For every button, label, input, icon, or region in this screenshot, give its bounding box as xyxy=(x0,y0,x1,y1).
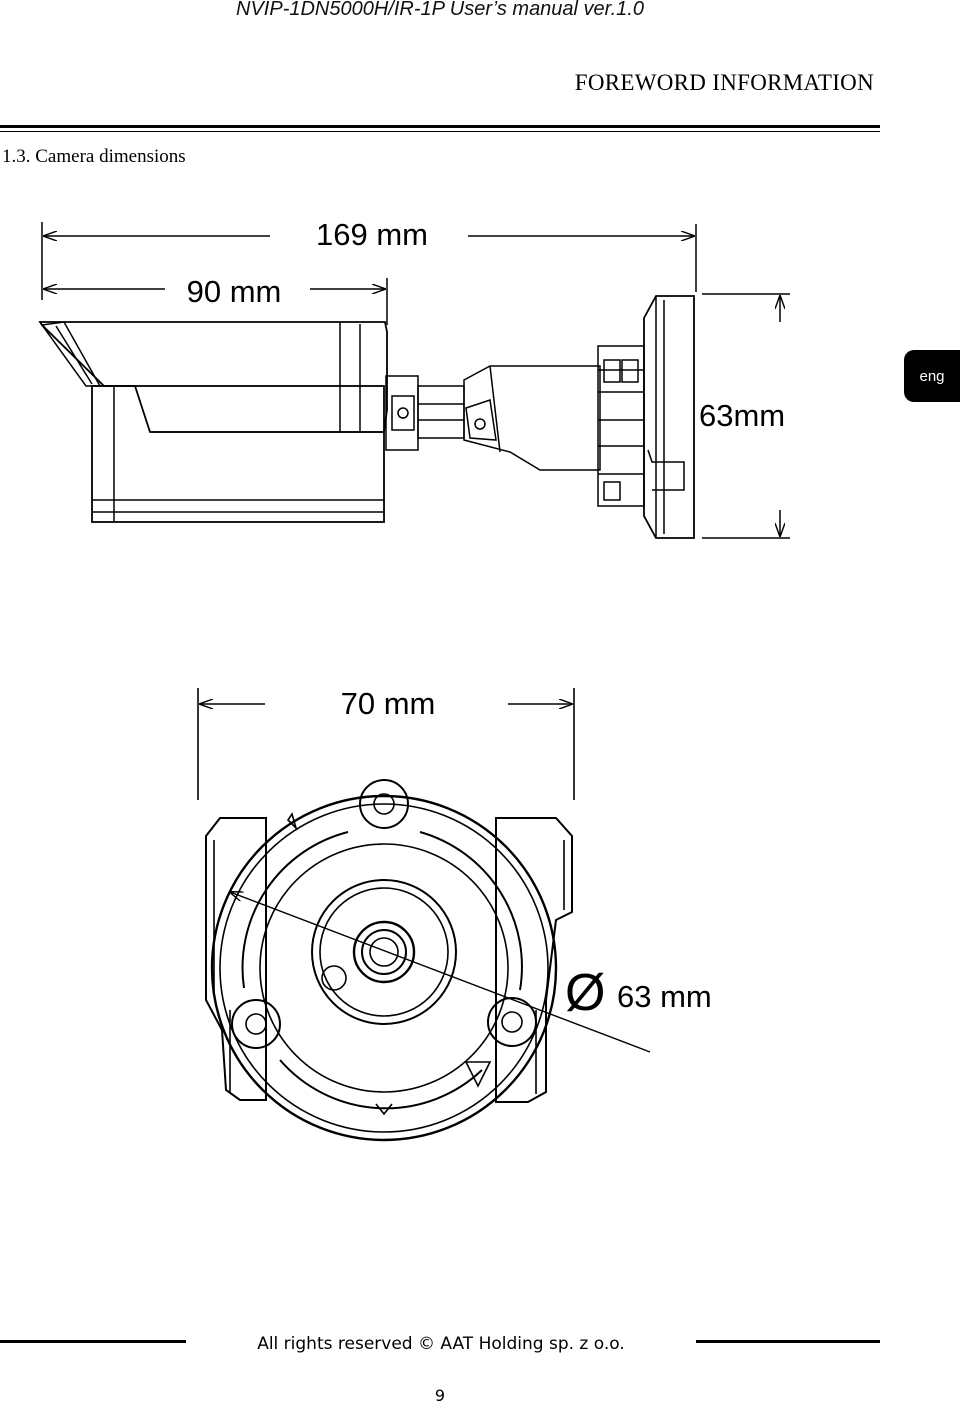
footer-bar-left xyxy=(0,1340,186,1343)
front-view-drawing xyxy=(197,688,651,1142)
header-rule-thick xyxy=(0,125,880,128)
dim-housing-length: 90 mm xyxy=(187,274,282,309)
document-title: NVIP-1DN5000H/IR-1P User’s manual ver.1.… xyxy=(236,0,644,20)
section-heading: FOREWORD INFORMATION xyxy=(574,70,874,95)
header-rule-thin xyxy=(0,131,880,132)
footer-copyright: All rights reserved © AAT Holding sp. z … xyxy=(257,1334,625,1354)
dim-diameter: 63 mm xyxy=(617,979,712,1014)
subsection-title: 1.3. Camera dimensions xyxy=(2,146,186,167)
language-tab-label: eng xyxy=(919,367,945,385)
diameter-symbol: Ø xyxy=(565,964,605,1022)
dim-total-length: 169 mm xyxy=(316,217,428,252)
side-view-drawing xyxy=(38,222,790,539)
page-number: 9 xyxy=(434,1386,446,1405)
footer-bar-right xyxy=(696,1340,880,1343)
language-tab: eng xyxy=(904,350,960,402)
dim-mount-height: 63mm xyxy=(699,398,785,433)
dim-width: 70 mm xyxy=(341,686,436,721)
